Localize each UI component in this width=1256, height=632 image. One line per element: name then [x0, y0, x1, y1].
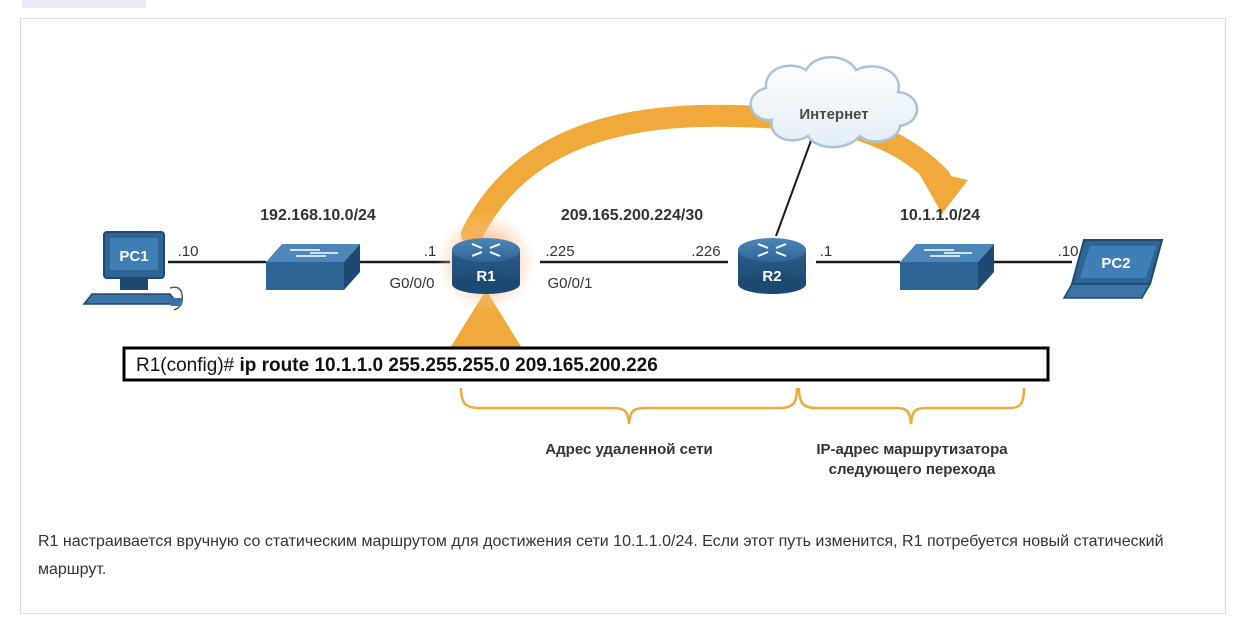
- link-r2-internet: [775, 137, 813, 237]
- pc1-label: PC1: [119, 248, 148, 265]
- pc2-icon: PC2: [1062, 239, 1164, 299]
- figure-caption: R1 настраивается вручную со статическим …: [38, 533, 1164, 578]
- host-id-r1-right: .225: [545, 243, 574, 260]
- host-id-r2-left: .226: [691, 243, 720, 260]
- router-r2-icon: R2: [738, 238, 806, 294]
- host-id-r1-left: .1: [424, 243, 437, 260]
- internet-label: Интернет: [799, 106, 868, 123]
- network-middle-label: 209.165.200.224/30: [561, 207, 703, 224]
- r2-label: R2: [762, 268, 781, 285]
- host-id-pc2: .10: [1058, 243, 1079, 260]
- r1-label: R1: [476, 268, 495, 285]
- interface-r1-right: G0/0/1: [547, 275, 592, 292]
- pc2-label: PC2: [1101, 255, 1130, 272]
- highlight-triangle: [450, 290, 522, 348]
- links: [168, 137, 1072, 264]
- network-left-label: 192.168.10.0/24: [260, 207, 376, 224]
- brace-remote-network: [459, 387, 799, 425]
- internet-cloud: Интернет: [749, 56, 919, 149]
- interface-r1-left: G0/0/0: [389, 275, 434, 292]
- next-hop-label-line1: IP-адрес маршрутизатора: [816, 441, 1008, 458]
- next-hop-label-line2: следующего перехода: [829, 461, 996, 478]
- network-diagram: Интернет PC1 R1: [82, 56, 1164, 478]
- top-tab-indicator: [22, 0, 146, 8]
- switch-right-icon: [900, 244, 994, 290]
- brace-next-hop: [797, 387, 1026, 425]
- network-right-label: 10.1.1.0/24: [900, 207, 980, 224]
- command-box: R1(config)# ip route 10.1.1.0 255.255.25…: [122, 346, 1050, 382]
- command-prompt: R1(config)#: [136, 355, 240, 376]
- svg-text:R1(config)# ip route 10.1.1.0: R1(config)# ip route 10.1.1.0 255.255.25…: [136, 355, 658, 376]
- switch-left-icon: [266, 244, 360, 290]
- pc1-icon: PC1: [82, 231, 183, 311]
- host-id-pc1: .10: [178, 243, 199, 260]
- command-text: ip route 10.1.1.0 255.255.255.0 209.165.…: [240, 355, 658, 376]
- host-id-r2-right: .1: [820, 243, 833, 260]
- router-r1-icon: R1: [436, 212, 536, 312]
- remote-network-label: Адрес удаленной сети: [545, 441, 712, 458]
